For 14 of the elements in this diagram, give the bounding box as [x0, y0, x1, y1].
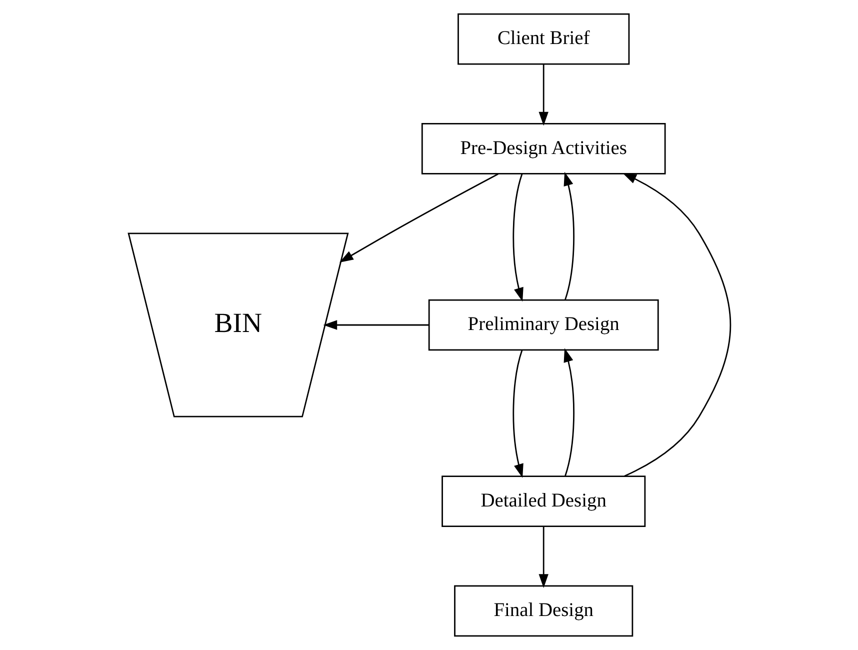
arrow [538, 64, 548, 126]
node-box: Preliminary Design [428, 299, 658, 351]
node-box: Client Brief [457, 13, 630, 65]
node-box: Pre-Design Activities [420, 123, 666, 174]
arrow [538, 526, 548, 588]
arrow [338, 173, 498, 262]
arrow [512, 174, 523, 302]
node-box: Detailed Design [441, 476, 646, 527]
arrow [622, 172, 731, 477]
node-box: Final Design [454, 585, 633, 637]
arrow [512, 350, 523, 478]
arrow [563, 348, 574, 476]
arrow [322, 320, 428, 330]
arrow [563, 172, 574, 300]
